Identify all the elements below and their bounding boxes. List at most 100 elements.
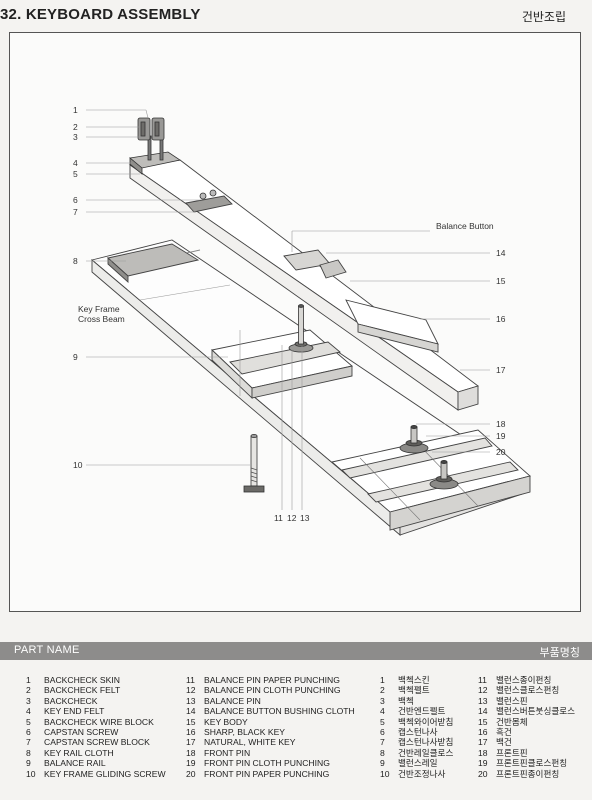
part-number: 18 xyxy=(478,747,488,758)
callout-5: 5 xyxy=(73,169,78,179)
part-label: 백첵펠트 xyxy=(398,685,430,696)
callout-8: 8 xyxy=(73,256,78,266)
part-number: 8 xyxy=(26,747,31,758)
callout-18: 18 xyxy=(496,419,506,429)
part-number: 5 xyxy=(380,716,385,727)
part-number: 4 xyxy=(26,706,31,717)
part-number: 5 xyxy=(26,716,31,727)
page-title-korean: 건반조립 xyxy=(521,10,566,24)
part-number: 6 xyxy=(26,727,31,738)
part-label: 백건 xyxy=(496,737,512,748)
part-label: 백첵 xyxy=(398,695,414,706)
part-number: 2 xyxy=(26,685,31,696)
part-number: 8 xyxy=(380,747,385,758)
part-label: CAPSTAN SCREW BLOCK xyxy=(44,737,150,748)
part-label: BACKCHECK WIRE BLOCK xyxy=(44,716,154,727)
callout-9: 9 xyxy=(73,352,78,362)
part-row: 10 건반조정나사 xyxy=(380,769,453,779)
part-number: 10 xyxy=(26,768,36,779)
part-number: 19 xyxy=(478,758,488,769)
front-pin xyxy=(399,424,459,490)
part-label: 흑건 xyxy=(496,727,512,738)
part-label: BALANCE PIN PAPER PUNCHING xyxy=(204,675,340,685)
capstan-screw xyxy=(199,189,217,200)
part-label: KEY END FELT xyxy=(44,706,105,717)
part-name-header: PART NAME 부품명칭 xyxy=(0,642,592,660)
part-row: 15 KEY BODY xyxy=(186,717,355,727)
leader-lines xyxy=(86,109,490,510)
gliding-screw xyxy=(243,433,265,493)
part-label: 건반조정나사 xyxy=(398,768,446,779)
part-label: 밸런스핀 xyxy=(496,695,528,706)
part-number: 20 xyxy=(478,768,488,779)
part-label: BALANCE RAIL xyxy=(44,758,106,769)
part-number: 16 xyxy=(186,727,196,738)
part-number: 18 xyxy=(186,747,196,758)
part-number: 2 xyxy=(380,685,385,696)
part-label: 캡스턴나사 xyxy=(398,727,438,738)
part-number: 14 xyxy=(186,706,196,717)
part-label: 백첵스킨 xyxy=(398,675,430,685)
part-number: 10 xyxy=(380,768,390,779)
part-name-heading-korean: 부품명칭 xyxy=(539,647,580,659)
balance-pin xyxy=(288,304,314,353)
part-label: 건반몸체 xyxy=(496,716,528,727)
callout-1: 1 xyxy=(73,105,78,115)
part-number: 15 xyxy=(186,716,196,727)
callout-12: 12 xyxy=(287,513,297,523)
callout-17: 17 xyxy=(496,365,506,375)
part-number: 4 xyxy=(380,706,385,717)
part-number: 9 xyxy=(26,758,31,769)
part-label: NATURAL, WHITE KEY xyxy=(204,737,296,748)
part-row: 5 백첵와이어받침 xyxy=(380,717,453,727)
part-number: 7 xyxy=(380,737,385,748)
key-rail-cloth xyxy=(107,243,200,284)
callout-11: 11 xyxy=(274,513,283,523)
part-label: BALANCE BUTTON BUSHING CLOTH xyxy=(204,706,355,717)
part-number: 3 xyxy=(380,695,385,706)
callout-3: 3 xyxy=(73,132,78,142)
callout-19: 19 xyxy=(496,431,506,441)
part-label: BACKCHECK xyxy=(44,695,98,706)
part-number: 14 xyxy=(478,706,488,717)
part-label: 백첵와이어받침 xyxy=(398,716,454,727)
part-number: 17 xyxy=(478,737,488,748)
part-number: 1 xyxy=(26,675,31,685)
key-frame-label-line1: Key Frame xyxy=(78,304,120,314)
part-label: FRONT PIN CLOTH PUNCHING xyxy=(204,758,330,769)
callout-7: 7 xyxy=(73,207,78,217)
part-row: 20 프론트핀종이펀칭 xyxy=(478,769,575,779)
part-label: 밸런스레일 xyxy=(398,758,438,769)
part-row: 17 백건 xyxy=(478,737,575,747)
part-label: FRONT PIN xyxy=(204,747,251,758)
callout-13: 13 xyxy=(300,513,310,523)
part-label: 건반레일클로스 xyxy=(398,747,454,758)
part-number: 11 xyxy=(186,675,195,685)
part-label: 프론트핀종이펀칭 xyxy=(496,768,560,779)
part-row: 11 BALANCE PIN PAPER PUNCHING xyxy=(186,675,355,685)
balance-button-label: Balance Button xyxy=(436,221,494,231)
callout-16: 16 xyxy=(496,314,506,324)
part-row: 8 건반레일클로스 xyxy=(380,748,453,758)
sharp-key xyxy=(345,299,439,353)
callout-10: 10 xyxy=(73,460,83,470)
part-label: KEY BODY xyxy=(204,716,248,727)
part-row: 18 FRONT PIN xyxy=(186,748,355,758)
